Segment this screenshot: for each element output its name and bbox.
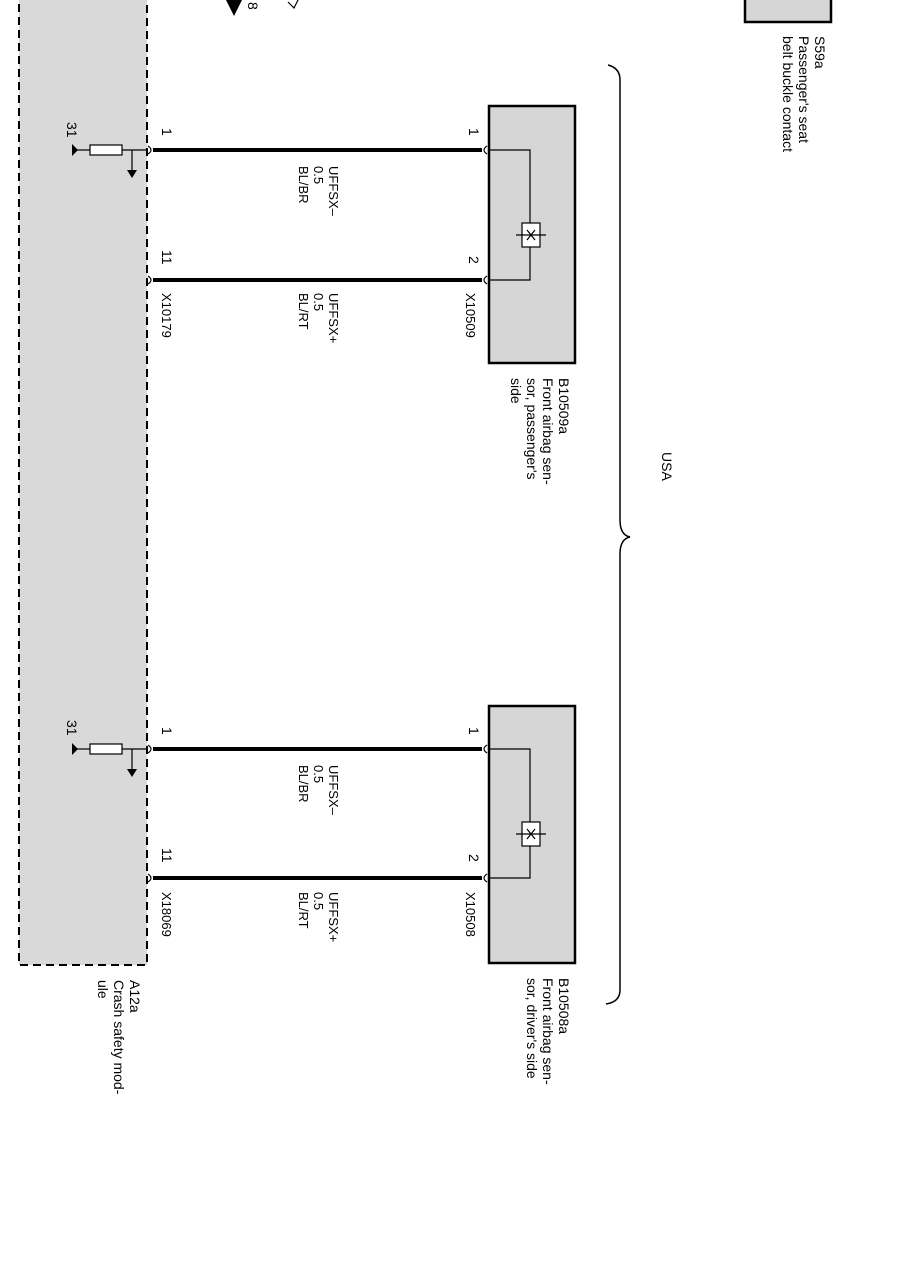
circuit-driver: 31 1 11 X18069 1 2 X10508 UFFSX– 0.5 BL/…	[64, 704, 577, 1085]
module-pin-a: 1	[159, 128, 175, 136]
wire-a-color: BL/BR	[296, 765, 311, 803]
sensor-name-line1: Front airbag sen-	[540, 378, 556, 485]
wire-b-size: 0.5	[311, 892, 326, 910]
top-partial-mark	[287, 0, 299, 10]
sensor-id: B10509a	[556, 378, 572, 434]
sensor-connector: X10509	[463, 293, 478, 338]
module-pin-a: 1	[159, 727, 175, 735]
ground-arrow-icon	[72, 743, 78, 755]
wire-a-label: UFFSX– 0.5 BL/BR	[296, 765, 341, 816]
switch-id: S59a	[812, 36, 828, 69]
arrow-down-icon	[127, 769, 137, 777]
module-id: A12a	[127, 980, 143, 1013]
region-label: USA	[659, 452, 675, 481]
resistor-icon	[89, 144, 123, 156]
arrow-down-icon	[127, 170, 137, 178]
switch-name-line1: Passenger's seat	[796, 36, 812, 143]
resistor-icon	[89, 743, 123, 755]
sensor-name-line2: sor, passenger's	[524, 378, 540, 480]
wire-a-label: UFFSX– 0.5 BL/BR	[296, 166, 341, 217]
wire-b-signal: UFFSX+	[326, 293, 341, 343]
sensor-connector: X10508	[463, 892, 478, 937]
front-airbag-sensor-passenger-box	[487, 104, 577, 365]
ground-label: 31	[64, 720, 80, 736]
wire-b-signal: UFFSX+	[326, 892, 341, 942]
wire-a-signal: UFFSX–	[326, 765, 341, 816]
wire-b-color: BL/RT	[296, 293, 311, 330]
switch-label: S59a Passenger's seat belt buckle contac…	[780, 36, 828, 152]
wire-b-color: BL/RT	[296, 892, 311, 929]
module-connector: X10179	[159, 293, 174, 338]
wire-b-label: UFFSX+ 0.5 BL/RT	[296, 293, 341, 343]
sensor-name-line1: Front airbag sen-	[540, 978, 556, 1085]
usa-brace	[605, 64, 631, 1005]
sensor-label: B10508a Front airbag sen- sor, driver's …	[524, 978, 572, 1085]
module-pin-b: 11	[159, 250, 175, 265]
sensor-pin-a: 1	[466, 727, 482, 735]
sensor-pin-b: 2	[466, 256, 482, 264]
module-connector: X18069	[159, 892, 174, 937]
sensor-name-line3: side	[508, 378, 524, 404]
wire-b-size: 0.5	[311, 293, 326, 311]
wire-a-color: BL/BR	[296, 166, 311, 204]
top-partial-number: 8	[245, 2, 261, 10]
arrow-down-icon	[226, 0, 242, 16]
sensor-label: B10509a Front airbag sen- sor, passenger…	[508, 378, 572, 485]
circuit-passenger: 31 1 11 X10179 1 2 X10509 UFFSX– 0.5 BL/…	[64, 104, 577, 485]
seat-belt-buckle-switch-box	[743, 0, 833, 24]
module-label: A12a Crash safety mod- ule	[95, 980, 143, 1095]
crash-safety-module-box	[18, 0, 148, 966]
wire-a-signal: UFFSX–	[326, 166, 341, 217]
module-name-line2: ule	[95, 980, 111, 999]
wire-b-label: UFFSX+ 0.5 BL/RT	[296, 892, 341, 942]
sensor-pin-b: 2	[466, 854, 482, 862]
sensor-id: B10508a	[556, 978, 572, 1034]
sensor-pin-a: 1	[466, 128, 482, 136]
module-pin-b: 11	[159, 848, 175, 863]
wire-a-size: 0.5	[311, 765, 326, 783]
module-name-line1: Crash safety mod-	[111, 980, 127, 1095]
sensor-name-line2: sor, driver's side	[524, 978, 540, 1079]
ground-arrow-icon	[72, 144, 78, 156]
switch-name-line2: belt buckle contact	[780, 36, 796, 152]
wire-a-size: 0.5	[311, 166, 326, 184]
ground-label: 31	[64, 122, 80, 138]
